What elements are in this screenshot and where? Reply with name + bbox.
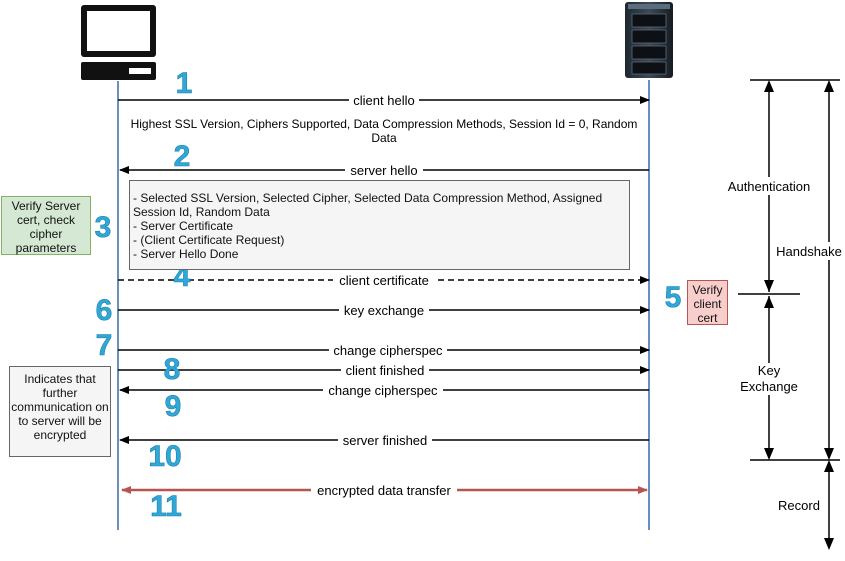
phase-label-key-exchange: Key Exchange <box>730 363 808 395</box>
phase-label-record: Record <box>778 498 820 513</box>
phase-label-authentication: Authentication <box>728 179 810 194</box>
message-client-finished: client finished <box>118 363 650 378</box>
step-number: 8 <box>164 353 181 386</box>
client-hello-detail: Highest SSL Version, Ciphers Supported, … <box>130 117 638 145</box>
message-client-hello: client hello <box>118 93 650 108</box>
step-number: 10 <box>148 440 181 473</box>
step-number: 6 <box>96 294 113 327</box>
detail-line: - Server Certificate <box>133 219 234 233</box>
step-number: 2 <box>174 140 191 173</box>
step-number: 7 <box>96 329 113 362</box>
step-number: 11 <box>150 490 182 523</box>
detail-line: - Selected SSL Version, Selected Cipher,… <box>133 191 606 219</box>
message-label: client finished <box>346 363 425 378</box>
verify-client-note: Verify client cert <box>687 280 728 325</box>
message-label: change cipherspec <box>328 383 438 398</box>
message-client-certificate: client certificate <box>118 273 650 288</box>
message-change-cipherspec-server: change cipherspec <box>119 383 649 398</box>
message-key-exchange: key exchange <box>118 303 650 318</box>
message-change-cipherspec-client: change cipherspec <box>118 343 650 358</box>
detail-line: - (Client Certificate Request) <box>133 233 285 247</box>
message-label: client certificate <box>339 273 429 288</box>
step-number: 3 <box>95 211 112 244</box>
phase-brackets <box>738 79 840 550</box>
message-label: server finished <box>343 433 428 448</box>
phase-label-handshake: Handshake <box>776 244 842 259</box>
step-number: 5 <box>665 281 682 314</box>
message-label: key exchange <box>344 303 424 318</box>
server-hello-detail-box: - Selected SSL Version, Selected Cipher,… <box>129 180 630 270</box>
step-number: 9 <box>165 390 182 423</box>
message-server-hello: server hello <box>119 163 649 178</box>
message-server-finished: server finished <box>119 433 649 448</box>
message-label: server hello <box>350 163 417 178</box>
step-number: 1 <box>176 67 193 100</box>
message-label: encrypted data transfer <box>317 483 451 498</box>
message-encrypted-data-transfer: encrypted data transfer <box>121 483 648 498</box>
message-label: client hello <box>353 93 414 108</box>
encrypted-communication-note: Indicates that further communication on … <box>9 366 111 457</box>
detail-line: - Server Hello Done <box>133 247 239 261</box>
message-label: change cipherspec <box>333 343 443 358</box>
desktop-computer-icon <box>81 5 156 80</box>
server-rack-icon <box>625 2 673 78</box>
verify-server-note: Verify Server cert, check cipher paramet… <box>1 196 91 255</box>
